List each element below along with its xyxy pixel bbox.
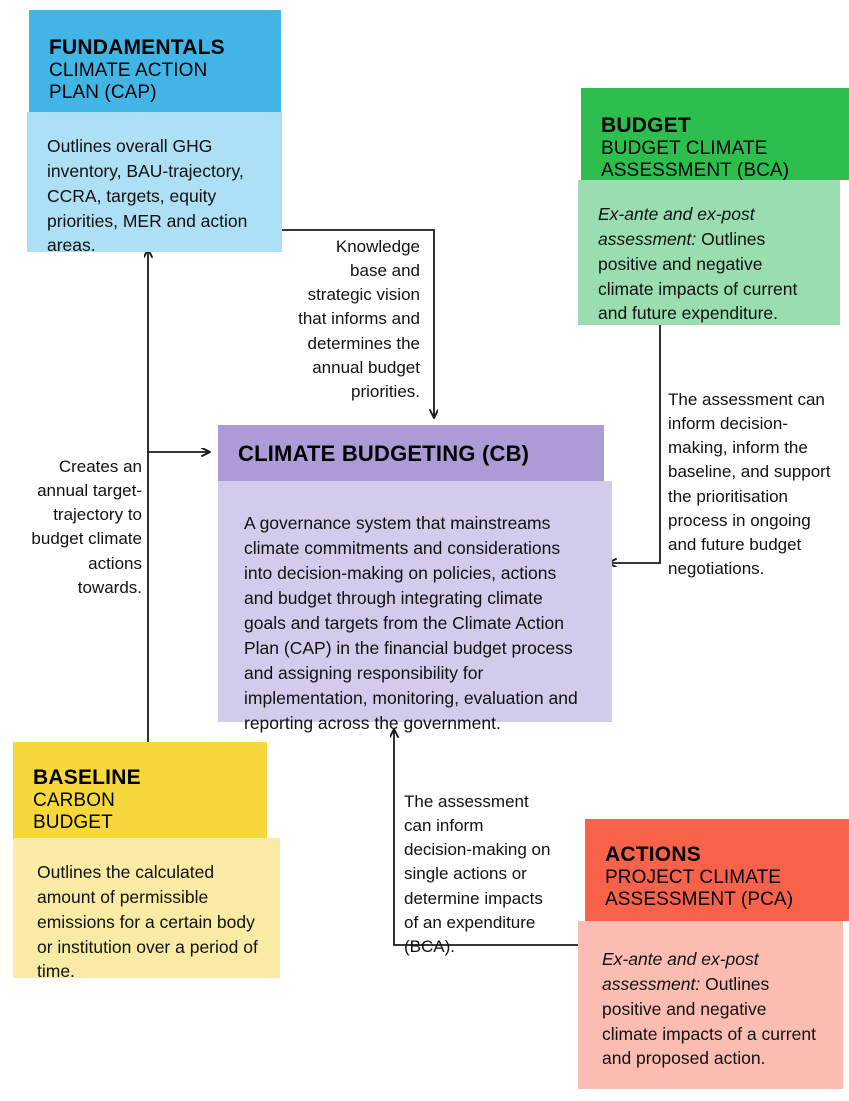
connector-label-cap-to-cb: Knowledge base and strategic vision that… <box>298 237 420 401</box>
card-actions-body-text: Ex-ante and ex-post assessment: Outlines… <box>602 947 823 1071</box>
card-baseline-header: BASELINE CARBON BUDGET <box>13 742 267 838</box>
card-budget-body: Ex-ante and ex-post assessment: Outlines… <box>578 180 840 325</box>
card-baseline-title: BASELINE <box>33 766 141 789</box>
card-budget-body-emphasis: Ex-ante and ex-post assessment: <box>598 204 755 249</box>
card-climate-budgeting-header: CLIMATE BUDGETING (CB) <box>218 425 604 481</box>
card-baseline-body: Outlines the calculated amount of permis… <box>13 838 280 981</box>
card-actions-body-rest: Outlines positive and negative climate i… <box>602 973 816 1069</box>
card-fundamentals-subtitle: CLIMATE ACTION PLAN (CAP) <box>49 60 208 104</box>
card-budget-subtitle: BUDGET CLIMATE ASSESSMENT (BCA) <box>601 138 790 182</box>
connector-label-cb-to-baseline: Creates an annual target-trajectory to b… <box>31 457 142 597</box>
card-actions-header: ACTIONS PROJECT CLIMATE ASSESSMENT (PCA) <box>585 819 849 921</box>
card-baseline-subtitle: CARBON BUDGET <box>33 790 115 834</box>
card-budget-body-text: Ex-ante and ex-post assessment: Outlines… <box>598 202 820 326</box>
card-fundamentals-title: FUNDAMENTALS <box>49 36 225 59</box>
card-climate-budgeting-body: A governance system that mainstreams cli… <box>218 481 612 733</box>
card-fundamentals-header: FUNDAMENTALS CLIMATE ACTION PLAN (CAP) <box>29 10 281 112</box>
card-actions-title: ACTIONS <box>605 843 701 866</box>
connector-label-pca-to-cb: The assessment can inform decision-makin… <box>404 792 551 956</box>
card-actions-body: Ex-ante and ex-post assessment: Outlines… <box>578 921 843 1089</box>
connector-label-bca-to-cb: The assessment can inform decision-makin… <box>668 390 831 578</box>
card-budget-header: BUDGET BUDGET CLIMATE ASSESSMENT (BCA) <box>581 88 849 182</box>
card-budget-body-rest: Outlines positive and negative climate i… <box>598 228 798 324</box>
card-budget-title: BUDGET <box>601 114 691 137</box>
card-climate-budgeting-body-text: A governance system that mainstreams cli… <box>244 513 578 734</box>
card-climate-budgeting-title: CLIMATE BUDGETING (CB) <box>238 441 530 466</box>
card-fundamentals-body-text: Outlines overall GHG inventory, BAU-traj… <box>47 136 248 256</box>
card-actions-body-emphasis: Ex-ante and ex-post assessment: <box>602 949 759 994</box>
wire-bca-to-cb <box>608 313 661 563</box>
card-actions-subtitle: PROJECT CLIMATE ASSESSMENT (PCA) <box>605 867 794 911</box>
card-baseline-body-text: Outlines the calculated amount of permis… <box>37 862 258 982</box>
card-fundamentals-body: Outlines overall GHG inventory, BAU-traj… <box>27 112 282 255</box>
